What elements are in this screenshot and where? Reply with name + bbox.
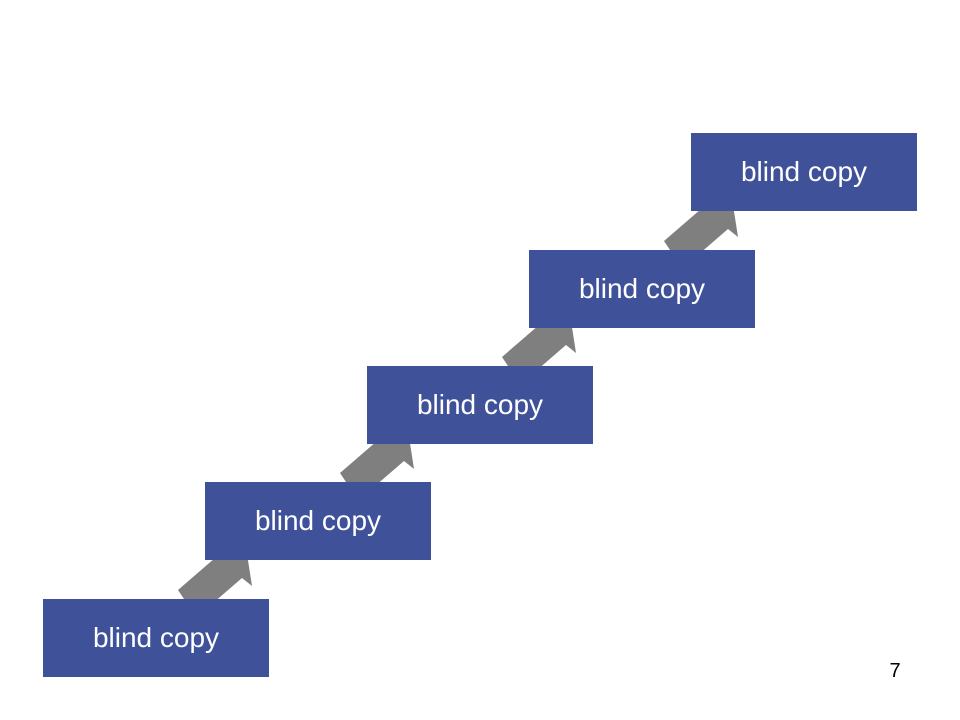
step-box-4: blind copy bbox=[529, 250, 755, 328]
page-number: 7 bbox=[889, 660, 901, 682]
step-label-4: blind copy bbox=[578, 273, 706, 304]
arrow-connector-3 bbox=[502, 317, 576, 377]
arrow-connector-2 bbox=[340, 433, 414, 493]
step-box-3: blind copy bbox=[367, 366, 593, 444]
step-box-1: blind copy bbox=[43, 599, 269, 677]
step-label-3: blind copy bbox=[416, 389, 544, 420]
step-label-1: blind copy bbox=[92, 622, 220, 653]
step-label-2: blind copy bbox=[254, 505, 382, 536]
step-label-5: blind copy bbox=[740, 156, 868, 187]
step-box-5: blind copy bbox=[691, 133, 917, 211]
step-box-2: blind copy bbox=[205, 482, 431, 560]
arrow-connector-1 bbox=[178, 550, 252, 610]
arrow-connector-4 bbox=[664, 201, 738, 261]
